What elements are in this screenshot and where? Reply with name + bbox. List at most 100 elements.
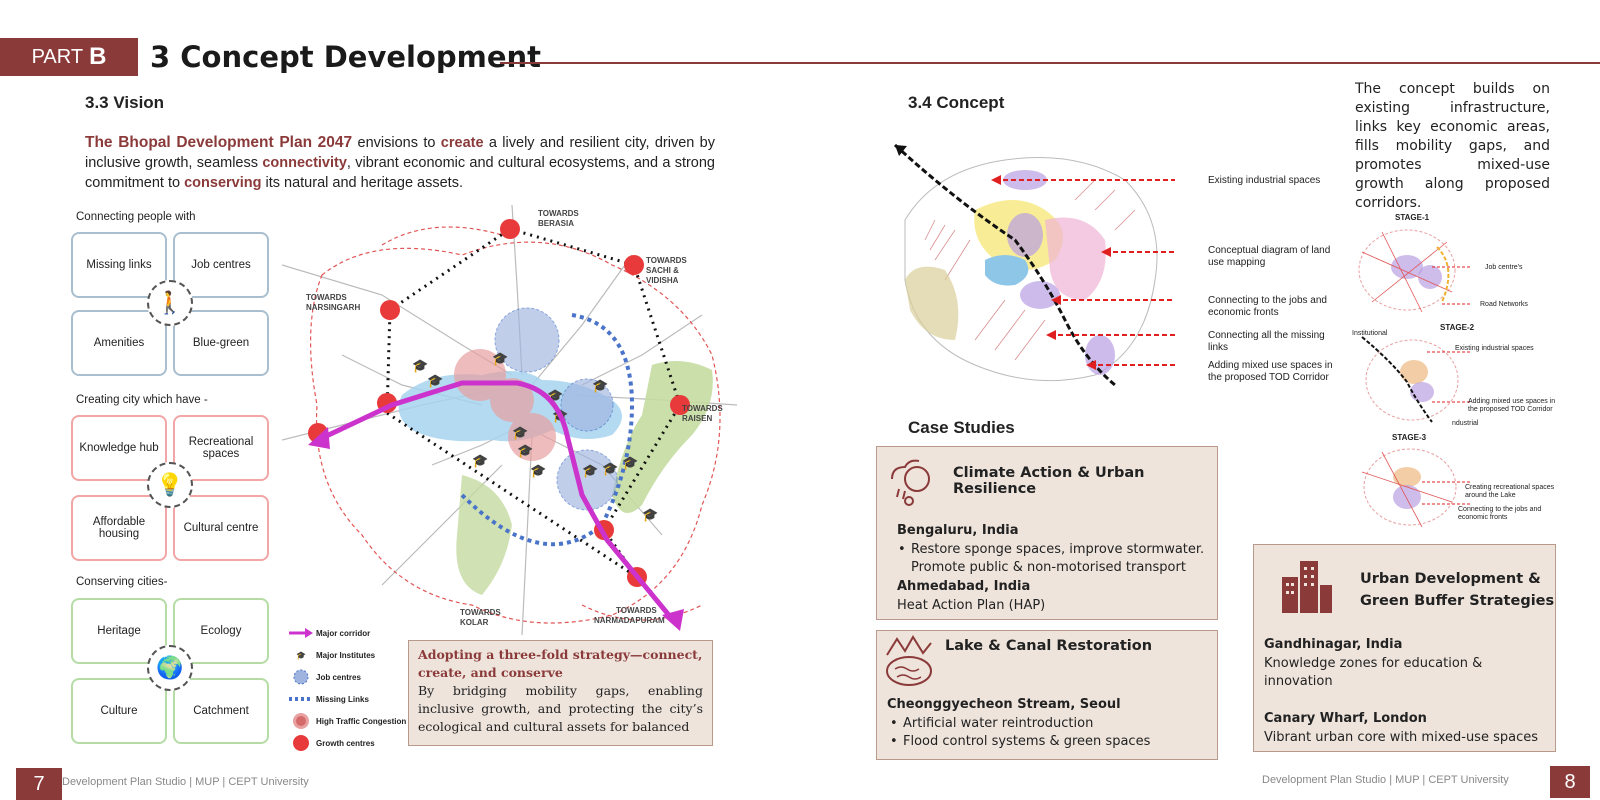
box-missing-links: Missing links bbox=[71, 232, 167, 298]
box-ecology: Ecology bbox=[173, 598, 269, 664]
vision-highlight-connectivity: connectivity bbox=[262, 155, 347, 171]
stage-3-note-jobs: Connecting to the jobs and economic fron… bbox=[1458, 506, 1542, 521]
box-heritage: Heritage bbox=[71, 598, 167, 664]
concept-corridor bbox=[893, 143, 1116, 387]
box-amenities: Amenities bbox=[71, 310, 167, 376]
vision-text-3: , vibrant economic and cultural ecosyste… bbox=[85, 155, 715, 191]
legend-label: Growth centres bbox=[316, 738, 375, 748]
green-patch bbox=[612, 361, 713, 513]
legend-label: Major corridor bbox=[316, 628, 371, 638]
legend-label: Job centres bbox=[316, 672, 361, 682]
svg-text:🎓: 🎓 bbox=[492, 351, 508, 366]
vision-text-1: envisions to bbox=[352, 135, 441, 151]
footer-text-left: Development Plan Studio | MUP | CEPT Uni… bbox=[62, 776, 309, 788]
svg-text:🎓: 🎓 bbox=[427, 373, 443, 388]
lake-icon bbox=[886, 635, 932, 686]
strategy-box: Adopting a three-fold strategy—connect, … bbox=[408, 640, 713, 746]
callout-leaders bbox=[995, 179, 1175, 366]
graduation-cap-icon: 🎓 bbox=[296, 650, 306, 660]
strategy-title: Adopting a three-fold strategy—connect, … bbox=[418, 647, 703, 680]
case-urban-text-1: Knowledge zones for education & innovati… bbox=[1264, 656, 1483, 689]
green-patch-south bbox=[456, 475, 512, 595]
legend-item-growth-centres: Growth centres bbox=[288, 732, 413, 754]
stage-1-diagram bbox=[1358, 229, 1470, 313]
concept-note: The concept builds on existing infrastru… bbox=[1355, 81, 1550, 211]
svg-text:🎓: 🎓 bbox=[472, 453, 488, 468]
case-climate-bullets: Restore sponge spaces, improve stormwate… bbox=[893, 541, 1213, 577]
congestion-circle-icon bbox=[288, 712, 314, 730]
group-title-create: Creating city which have - bbox=[76, 394, 208, 406]
callout-missing-links: Connecting all the missing links bbox=[1208, 330, 1325, 353]
dotted-line-icon bbox=[288, 696, 314, 702]
municipal-boundary bbox=[309, 226, 721, 624]
legend-item-high-traffic: High Traffic Congestion bbox=[288, 710, 413, 732]
svg-text:🎓: 🎓 bbox=[530, 463, 546, 478]
case-climate-bullet: Restore sponge spaces, improve stormwate… bbox=[893, 541, 1213, 577]
case-climate-title: Climate Action & Urban Resilience bbox=[953, 465, 1145, 497]
box-blue-green: Blue-green bbox=[173, 310, 269, 376]
stage-2-note-ndustrial: ndustrial bbox=[1452, 420, 1479, 427]
lake-zone bbox=[985, 255, 1029, 286]
strategy-body: By bridging mobility gaps, enabling incl… bbox=[418, 683, 703, 734]
case-urban-title-1: Urban Development & bbox=[1360, 571, 1541, 587]
arrow-icon bbox=[288, 628, 314, 638]
case-lake: Lake & Canal Restoration Cheonggyecheon … bbox=[876, 630, 1218, 760]
box-cultural-centre: Cultural centre bbox=[173, 495, 269, 561]
stage-2-diagram bbox=[1361, 336, 1470, 423]
case-lake-title: Lake & Canal Restoration bbox=[945, 638, 1153, 654]
hatch-area bbox=[924, 179, 1136, 361]
vision-text-2: a lively and resilient city, driven by i… bbox=[85, 135, 715, 171]
svg-text:🎓: 🎓 bbox=[622, 455, 638, 470]
callout-arrowheads bbox=[991, 175, 1111, 370]
stage-1-note-jobs: Job centre's bbox=[1485, 264, 1523, 271]
red-dot-icon bbox=[288, 734, 314, 752]
case-lake-bullets: Artificial water reintroduction Flood co… bbox=[885, 715, 1215, 751]
stage-2-note-institutional: Institutional bbox=[1352, 330, 1388, 337]
congestion-layer bbox=[454, 349, 556, 461]
case-lake-city: Cheonggyecheon Stream, Seoul bbox=[887, 697, 1121, 712]
callout-land-use: Conceptual diagram of land use mapping bbox=[1208, 245, 1331, 268]
case-climate: Climate Action & Urban Resilience Bengal… bbox=[876, 446, 1218, 620]
box-recreational-spaces: Recreational spaces bbox=[173, 415, 269, 481]
page-title: 3 Concept Development bbox=[150, 40, 542, 74]
callout-industrial: Existing industrial spaces bbox=[1208, 175, 1321, 186]
legend-item-major-institutes: 🎓 Major Institutes bbox=[288, 644, 413, 666]
concept-heading: 3.4 Concept bbox=[908, 93, 1005, 112]
lightbulb-icon: 💡 bbox=[147, 462, 193, 508]
group-title-connect: Connecting people with bbox=[76, 211, 196, 223]
svg-text:🎓: 🎓 bbox=[582, 463, 598, 478]
institutes: 🎓🎓🎓 🎓🎓🎓 🎓🎓🎓 🎓🎓🎓 🎓🎓 bbox=[412, 351, 658, 522]
legend-item-missing-links: Missing Links bbox=[288, 688, 413, 710]
part-label: PART bbox=[31, 45, 84, 68]
legend-label: Missing Links bbox=[316, 694, 369, 704]
map-legend: Major corridor 🎓 Major Institutes Job ce… bbox=[288, 622, 413, 754]
case-urban-text-2: Vibrant urban core with mixed-use spaces bbox=[1264, 730, 1538, 745]
case-urban-city-1: Gandhinagar, India bbox=[1264, 637, 1403, 652]
stage-2-note-industrial: Existing industrial spaces bbox=[1455, 345, 1534, 352]
part-letter: B bbox=[89, 43, 107, 70]
case-climate-city-1: Bengaluru, India bbox=[897, 523, 1019, 538]
missing-links-layer bbox=[460, 313, 635, 547]
case-climate-city-2: Ahmedabad, India bbox=[897, 579, 1031, 594]
major-corridor bbox=[316, 380, 679, 627]
svg-text:🎓: 🎓 bbox=[412, 358, 428, 373]
legend-label: Major Institutes bbox=[316, 650, 376, 660]
corridor-arrowhead-south bbox=[662, 609, 684, 631]
legend-item-major-corridor: Major corridor bbox=[288, 622, 413, 644]
stage-3-note-lake: Creating recreational spaces around the … bbox=[1465, 484, 1555, 499]
case-urban: Urban Development & Green Buffer Strateg… bbox=[1253, 544, 1556, 752]
stage-1-label: STAGE-1 bbox=[1395, 213, 1430, 222]
legend-label: High Traffic Congestion bbox=[316, 716, 407, 726]
case-lake-bullet: Flood control systems & green spaces bbox=[885, 733, 1215, 751]
box-culture: Culture bbox=[71, 678, 167, 744]
vision-paragraph: The Bhopal Development Plan 2047 envisio… bbox=[85, 133, 715, 193]
walking-person-icon: 🚶 bbox=[147, 280, 193, 326]
svg-text:🎓: 🎓 bbox=[592, 378, 608, 393]
box-affordable-housing: Affordable housing bbox=[71, 495, 167, 561]
case-climate-text-2: Heat Action Plan (HAP) bbox=[897, 598, 1046, 613]
